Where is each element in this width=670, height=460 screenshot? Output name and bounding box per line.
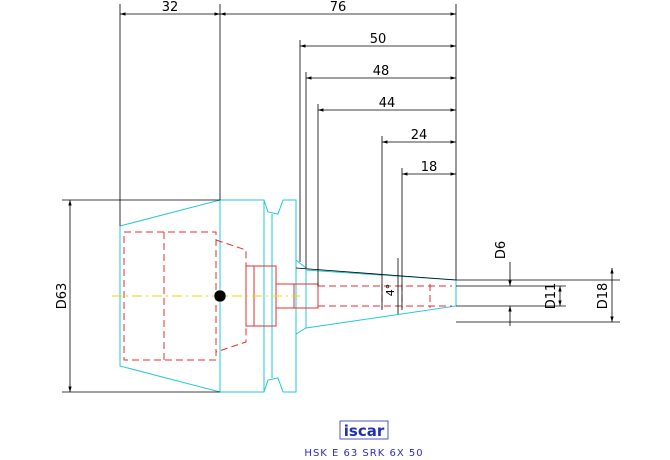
gauge-point [213,289,227,303]
dim-d63-label: D63 [55,283,70,310]
brand-block: iscar HSK E 63 SRK 6X 50 [304,420,423,459]
dim-24: 24 [411,128,428,143]
dim-18: 18 [421,160,438,175]
dim-d6-label: D6 [494,241,509,259]
top-dimensions: 32 76 50 48 44 24 18 [119,0,457,310]
dim-d11-label: D11 [544,283,559,310]
dim-48: 48 [373,64,390,79]
dim-angle-label: 4° [384,284,397,297]
dim-d63: D63 [55,199,220,393]
model-caption: HSK E 63 SRK 6X 50 [304,448,423,459]
dim-44: 44 [379,96,396,111]
dim-32: 32 [162,0,179,15]
iscar-logo-text: iscar [344,422,385,440]
iscar-logo: iscar [339,420,389,440]
dim-76: 76 [330,0,347,15]
right-dimensions: D6 D11 D18 [456,241,620,326]
dim-angle: 4° [384,258,399,314]
dim-d18-label: D18 [596,283,611,310]
dim-50: 50 [370,32,387,47]
